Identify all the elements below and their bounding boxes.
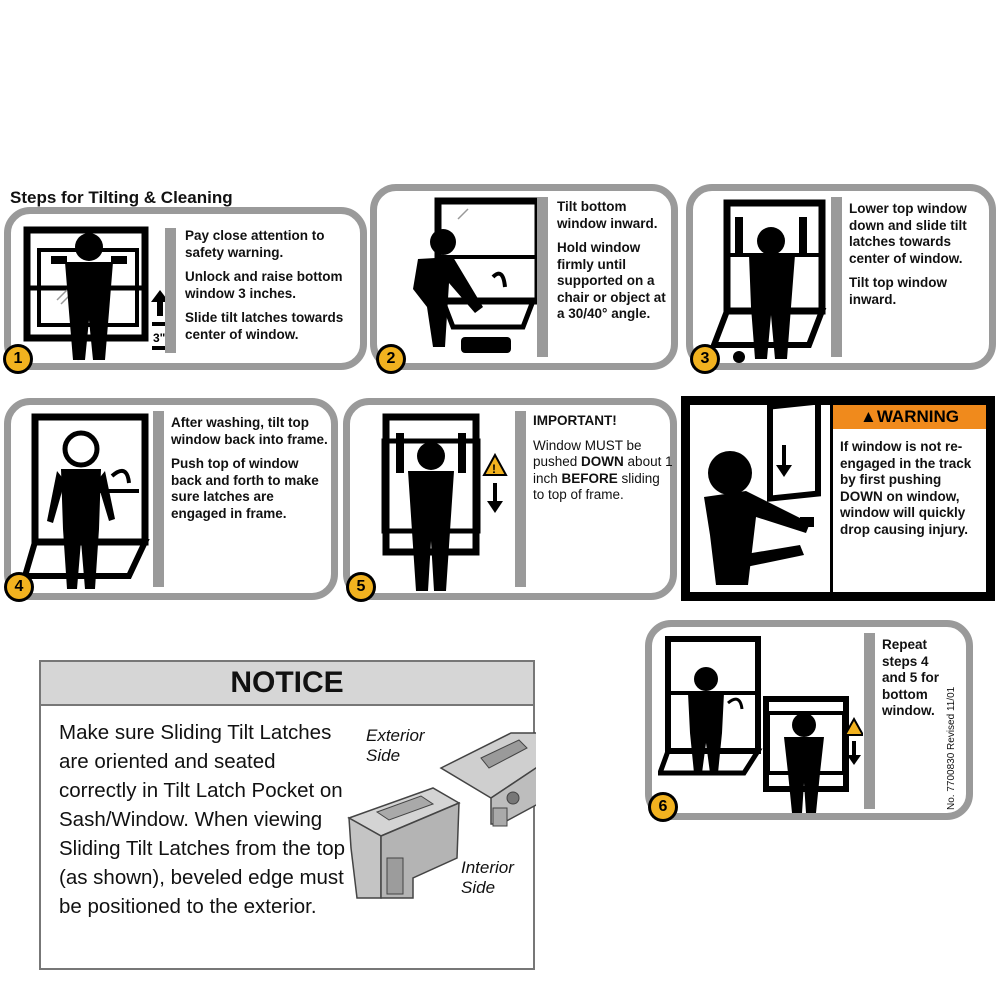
step-divider (537, 197, 548, 357)
step-1-line-2: Unlock and raise bottom window 3 inches. (185, 269, 343, 301)
warning-illustration (704, 398, 821, 585)
step-3-badge: 3 (690, 344, 720, 374)
interior-side-label: Interior Side (461, 858, 514, 897)
warning-text: If window is not re-engaged in the track… (840, 439, 972, 537)
step-1-line-3: Slide tilt latches towards center of win… (185, 310, 344, 342)
exterior-side-label: Exterior Side (366, 726, 425, 765)
step-4-text: After washing, tilt top window back into… (171, 415, 331, 530)
page-title: Steps for Tilting & Cleaning (10, 188, 233, 207)
warning-triangle-icon: ▲ (860, 407, 877, 426)
step-6-line-1: Repeat steps 4 and 5 for bottom window. (882, 637, 940, 718)
step-5-badge: 5 (346, 572, 376, 602)
step-6-panel: Repeat steps 4 and 5 for bottom window. (645, 620, 973, 820)
step-divider (515, 411, 526, 587)
notice-heading: NOTICE (41, 662, 533, 706)
notice-box: NOTICE Make sure Sliding Tilt Latches ar… (39, 660, 536, 970)
step-2-panel: Tilt bottom window inward. Hold window f… (370, 184, 678, 370)
step-2-line-1: Tilt bottom window inward. (557, 199, 658, 231)
warning-label: WARNING (876, 407, 959, 426)
svg-text:!: ! (492, 462, 496, 476)
step-1-badge: 1 (3, 344, 33, 374)
step-5-text: IMPORTANT! Window MUST be pushed DOWN ab… (533, 413, 673, 512)
step-4-line-1: After washing, tilt top window back into… (171, 415, 328, 447)
document-number: No. 7700830 Revised 11/01 (946, 686, 957, 810)
warning-header: ▲WARNING (833, 405, 986, 429)
tilt-latch-illustration (347, 732, 536, 899)
step-6-illustration (658, 636, 863, 813)
step-5-panel: ! IMPORTANT! Window MUST be pushed DOWN … (343, 398, 677, 600)
step-4-illustration (20, 413, 150, 589)
step-4-panel: After washing, tilt top window back into… (4, 398, 338, 600)
step-3-text: Lower top window down and slide tilt lat… (849, 201, 989, 316)
step-5-illustration: ! (381, 413, 508, 591)
step-divider (831, 197, 842, 357)
step-6-text: Repeat steps 4 and 5 for bottom window. (882, 637, 952, 728)
step-2-badge: 2 (376, 344, 406, 374)
warning-text-area: ▲WARNING If window is not re-engaged in … (833, 405, 986, 592)
step-5-heading: IMPORTANT! (533, 413, 617, 428)
measure-label: 3" (153, 331, 165, 345)
step-1-illustration: 3" (23, 226, 169, 360)
step-3-panel: Lower top window down and slide tilt lat… (686, 184, 996, 370)
step-divider (165, 228, 176, 353)
step-5-body: Window MUST be pushed DOWN about 1 inch … (533, 437, 673, 503)
step-4-badge: 4 (4, 572, 34, 602)
warning-illustration-area (690, 398, 830, 592)
step-3-line-2: Tilt top window inward. (849, 275, 947, 307)
step-4-line-2: Push top of window back and forth to mak… (171, 456, 319, 521)
step-2-text: Tilt bottom window inward. Hold window f… (557, 199, 675, 331)
step-1-text: Pay close attention to safety warning. U… (185, 228, 360, 351)
warning-box: ▲WARNING If window is not re-engaged in … (681, 396, 995, 601)
step-divider (153, 411, 164, 587)
step-1-line-1: Pay close attention to safety warning. (185, 228, 325, 260)
step-6-badge: 6 (648, 792, 678, 822)
step-divider (864, 633, 875, 809)
step-1-panel: 3" Pay close attention to safety warning… (4, 207, 367, 370)
step-3-illustration (709, 199, 827, 363)
notice-body: Make sure Sliding Tilt Latches are orien… (59, 721, 346, 918)
step-2-line-2: Hold window firmly until supported on a … (557, 240, 666, 321)
step-2-illustration (413, 197, 542, 353)
step-3-line-1: Lower top window down and slide tilt lat… (849, 201, 967, 266)
